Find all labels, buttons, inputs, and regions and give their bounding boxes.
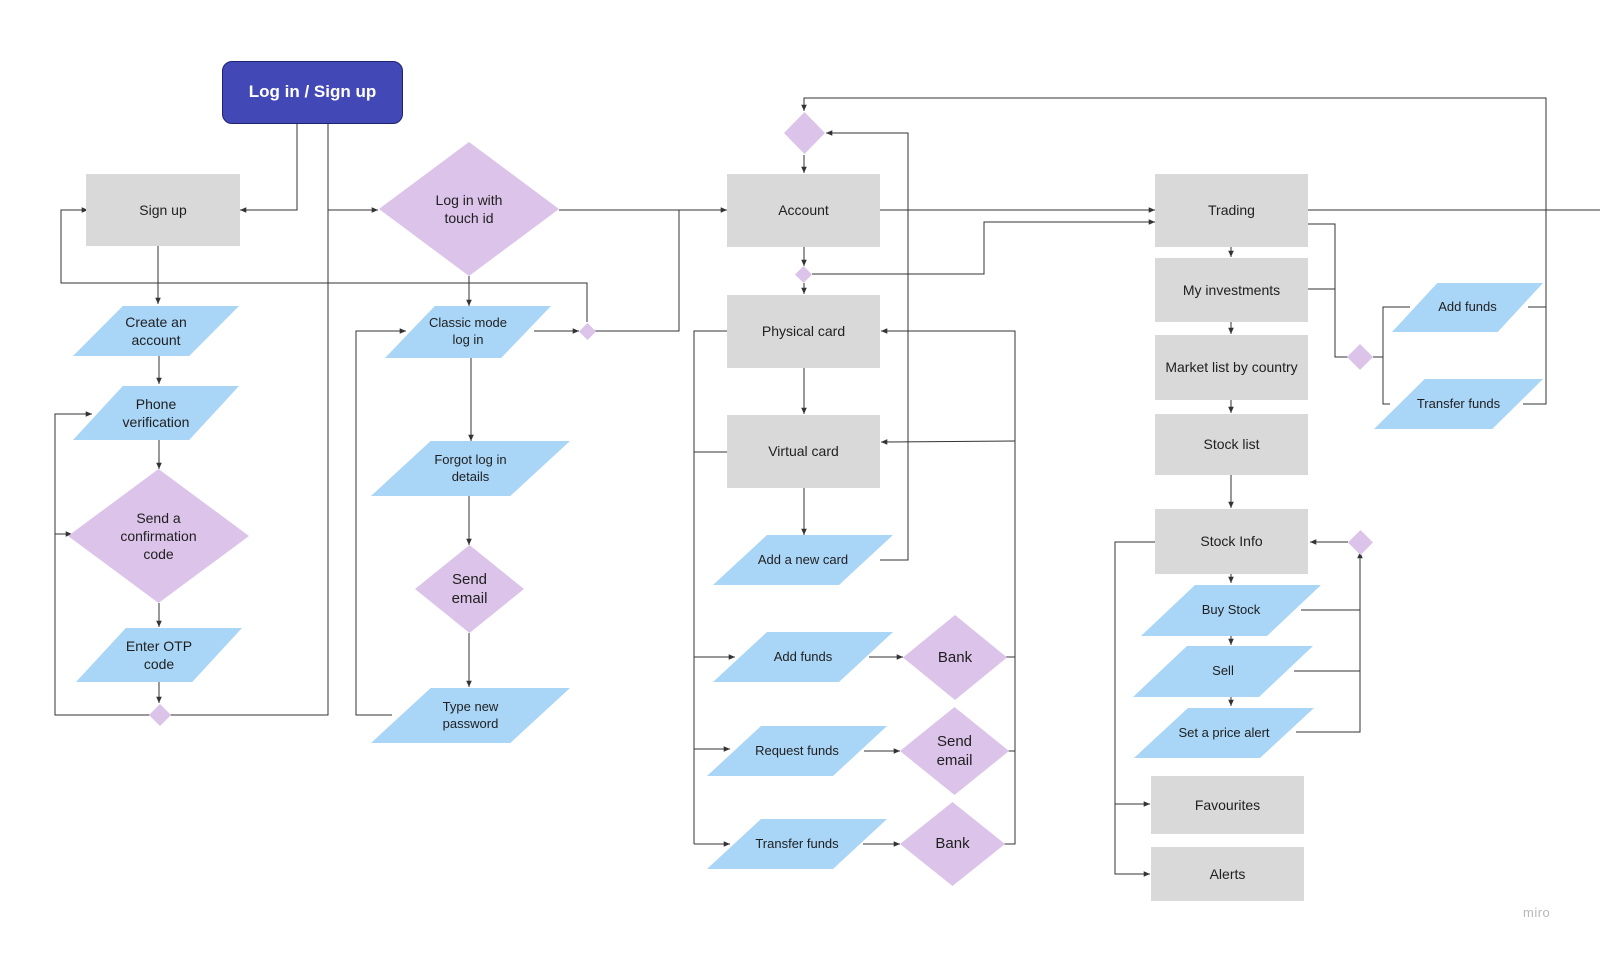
node-label: Phone verification xyxy=(122,395,190,430)
my-investments-node[interactable]: My investments xyxy=(1155,258,1308,322)
node-label: Bank xyxy=(937,648,973,666)
transfer-funds-node-1[interactable]: Transfer funds xyxy=(707,819,887,869)
connector xyxy=(595,210,680,332)
request-funds-node[interactable]: Request funds xyxy=(707,726,887,776)
connector xyxy=(1308,223,1348,358)
node-label: Send email xyxy=(936,732,973,770)
node-label: Add a new card xyxy=(757,551,849,567)
account-merge-decision xyxy=(795,266,812,283)
node-label: Physical card xyxy=(761,323,846,340)
connector xyxy=(355,328,406,716)
enter-otp-node[interactable]: Enter OTP code xyxy=(76,628,242,682)
node-label: Favourites xyxy=(1194,796,1261,813)
node-label: Forgot log in details xyxy=(434,451,507,484)
add-funds-node-1[interactable]: Add funds xyxy=(713,632,893,682)
node-label: Type new password xyxy=(442,698,499,731)
connector xyxy=(812,219,1155,275)
add-new-card-node[interactable]: Add a new card xyxy=(713,535,893,585)
stock-list-node[interactable]: Stock list xyxy=(1155,414,1308,475)
node-label: Market list by country xyxy=(1165,359,1298,376)
node-label: Stock list xyxy=(1203,436,1260,453)
login-merge-decision xyxy=(579,323,596,340)
node-label: Virtual card xyxy=(768,443,839,460)
transfer-funds-node-2[interactable]: Transfer funds xyxy=(1374,379,1543,429)
node-label: Trading xyxy=(1208,202,1255,219)
node-label: Add funds xyxy=(1438,299,1497,315)
physical-card-node[interactable]: Physical card xyxy=(727,295,880,368)
node-label: My investments xyxy=(1182,281,1281,298)
virtual-card-node[interactable]: Virtual card xyxy=(727,415,880,488)
bank-decision-2[interactable]: Bank xyxy=(900,802,1005,886)
node-label: Enter OTP code xyxy=(125,637,193,672)
alerts-node[interactable]: Alerts xyxy=(1151,847,1304,901)
connector xyxy=(60,207,588,322)
miro-watermark: miro xyxy=(1523,905,1551,920)
node-label: Add funds xyxy=(773,648,833,664)
node-label: Create an account xyxy=(125,313,187,348)
connector xyxy=(327,124,378,213)
create-account-node[interactable]: Create an account xyxy=(73,306,239,356)
connector xyxy=(880,439,1016,445)
favourites-node[interactable]: Favourites xyxy=(1151,776,1304,834)
connector xyxy=(1114,541,1155,877)
node-label: Stock Info xyxy=(1200,533,1263,550)
node-label: Transfer funds xyxy=(1416,395,1501,411)
node-label: Classic mode log in xyxy=(428,315,508,347)
node-label: Account xyxy=(778,202,829,219)
forgot-login-node[interactable]: Forgot log in details xyxy=(371,441,570,496)
stock-info-node[interactable]: Stock Info xyxy=(1155,509,1308,574)
node-label: Request funds xyxy=(755,742,839,758)
connector xyxy=(1296,610,1361,733)
node-label: Buy Stock xyxy=(1201,602,1261,618)
node-label: Bank xyxy=(935,835,970,853)
bank-decision-1[interactable]: Bank xyxy=(903,615,1007,700)
sell-node[interactable]: Sell xyxy=(1133,646,1313,697)
signup-merge-decision xyxy=(149,704,171,726)
send-confirmation-code-decision[interactable]: Send a confirmation code xyxy=(68,469,249,603)
sign-up-node[interactable]: Sign up xyxy=(86,174,240,246)
trading-node[interactable]: Trading xyxy=(1155,174,1308,247)
connector xyxy=(826,130,909,561)
connector xyxy=(166,210,329,716)
connector xyxy=(881,328,1016,658)
node-label: Set a price alert xyxy=(1178,724,1270,740)
node-label: Sign up xyxy=(139,201,187,218)
add-funds-node-2[interactable]: Add funds xyxy=(1392,283,1543,332)
classic-login-node[interactable]: Classic mode log in xyxy=(385,306,551,358)
node-label: Send a confirmation code xyxy=(120,509,197,563)
login-signup-node[interactable]: Log in / Sign up xyxy=(222,61,403,124)
send-email-decision-2[interactable]: Send email xyxy=(900,707,1009,795)
node-label: Send email xyxy=(451,570,488,608)
price-alert-node[interactable]: Set a price alert xyxy=(1134,708,1314,758)
node-label: Transfer funds xyxy=(755,835,839,851)
account-node[interactable]: Account xyxy=(727,174,880,247)
node-label: Sell xyxy=(1212,663,1234,679)
node-label: Log in with touch id xyxy=(435,191,503,226)
market-list-node[interactable]: Market list by country xyxy=(1155,335,1308,400)
send-email-decision-1[interactable]: Send email xyxy=(415,545,524,633)
touch-id-decision[interactable]: Log in with touch id xyxy=(379,142,559,276)
node-label: Alerts xyxy=(1209,865,1246,882)
node-label: Log in / Sign up xyxy=(248,82,377,102)
connector xyxy=(240,124,298,213)
buy-stock-node[interactable]: Buy Stock xyxy=(1141,585,1321,636)
connector xyxy=(1004,657,1016,845)
connector xyxy=(693,330,727,844)
type-new-password-node[interactable]: Type new password xyxy=(371,688,570,743)
phone-verification-node[interactable]: Phone verification xyxy=(73,386,239,440)
